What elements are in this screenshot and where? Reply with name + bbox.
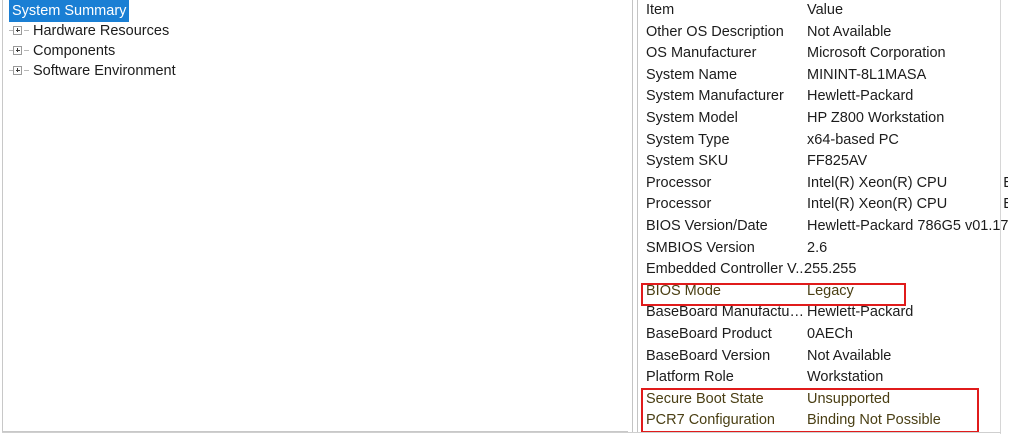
detail-row[interactable]: BaseBoard Version Not Available bbox=[640, 346, 1008, 368]
detail-item-label: BaseBoard Manufacturer bbox=[646, 304, 806, 321]
detail-item-value: Intel(R) Xeon(R) CPU E5506 bbox=[807, 173, 1008, 195]
tree-expand-plus-icon[interactable] bbox=[13, 65, 22, 75]
detail-row[interactable]: Embedded Controller V...255.255 bbox=[640, 259, 1008, 281]
detail-item-label: Secure Boot State bbox=[646, 390, 764, 407]
tree-connector-icon bbox=[24, 69, 29, 71]
tree-item-components[interactable]: Components bbox=[3, 40, 628, 60]
detail-value-primary: Intel(R) Xeon(R) CPU bbox=[807, 196, 948, 213]
detail-item-label: Embedded Controller V... bbox=[646, 261, 808, 278]
detail-row[interactable]: BaseBoard Product 0AECh bbox=[640, 324, 1008, 346]
tree-item-label: System Summary bbox=[9, 0, 130, 22]
tree-connector-icon bbox=[9, 49, 13, 51]
detail-item-value: Not Available bbox=[807, 347, 892, 364]
detail-value-secondary: E5506 bbox=[1003, 196, 1008, 212]
column-header-value: Value bbox=[807, 2, 844, 18]
detail-row[interactable]: Platform Role Workstation bbox=[640, 367, 1008, 389]
detail-row[interactable]: Secure Boot State Unsupported bbox=[640, 389, 1008, 411]
splitter-line-left bbox=[632, 0, 633, 432]
detail-item-label: BaseBoard Product bbox=[646, 325, 772, 342]
detail-item-value: Microsoft Corporation bbox=[807, 45, 946, 62]
detail-item-value: 0AECh bbox=[807, 325, 853, 342]
detail-row[interactable]: System Model HP Z800 Workstation bbox=[640, 108, 1008, 130]
detail-value-primary: Intel(R) Xeon(R) CPU bbox=[807, 174, 948, 191]
detail-item-label: PCR7 Configuration bbox=[646, 412, 775, 429]
detail-item-label: OS Manufacturer bbox=[646, 45, 757, 62]
detail-item-value: Hewlett-Packard 786G5 v01.17, 8/ bbox=[807, 217, 1008, 234]
detail-row[interactable]: BIOS Mode Legacy bbox=[640, 281, 1008, 303]
detail-item-label: System Type bbox=[646, 131, 730, 148]
detail-item-label: Processor bbox=[646, 174, 712, 191]
detail-item-value: FF825AV bbox=[807, 153, 868, 170]
detail-row[interactable]: OS Manufacturer Microsoft Corporation bbox=[640, 43, 1008, 65]
detail-item-value: Workstation bbox=[807, 369, 884, 386]
detail-item-value: Binding Not Possible bbox=[807, 412, 941, 429]
detail-item-label: Processor bbox=[646, 196, 712, 213]
tree-connector-icon bbox=[9, 29, 13, 31]
detail-item-value: 2.6 bbox=[807, 239, 828, 256]
detail-item-label: Platform Role bbox=[646, 369, 734, 386]
detail-row[interactable]: Processor Intel(R) Xeon(R) CPU E5506 bbox=[640, 173, 1008, 195]
tree-connector-icon bbox=[24, 29, 29, 31]
detail-item-value: Hewlett-Packard bbox=[807, 304, 914, 321]
column-header-item: Item bbox=[646, 2, 675, 18]
detail-item-label: System SKU bbox=[646, 153, 729, 170]
splitter-line-right bbox=[637, 0, 638, 432]
detail-item-label: System Model bbox=[646, 109, 738, 126]
detail-row[interactable]: PCR7 Configuration Binding Not Possible bbox=[640, 410, 1008, 432]
detail-item-label: BIOS Version/Date bbox=[646, 217, 768, 234]
tree-item-software-environment[interactable]: Software Environment bbox=[3, 60, 628, 80]
detail-row[interactable]: Processor Intel(R) Xeon(R) CPU E5506 bbox=[640, 194, 1008, 216]
tree-item-label: Software Environment bbox=[33, 63, 176, 79]
detail-item-value: Unsupported bbox=[807, 390, 891, 407]
detail-row[interactable]: BIOS Version/Date Hewlett-Packard 786G5 v… bbox=[640, 216, 1008, 238]
detail-row[interactable]: System Manufacturer Hewlett-Packard bbox=[640, 86, 1008, 108]
detail-item-value: Legacy bbox=[807, 282, 854, 299]
detail-item-value: Not Available bbox=[807, 23, 892, 40]
detail-row[interactable]: Other OS Description Not Available bbox=[640, 22, 1008, 44]
tree-expand-plus-icon[interactable] bbox=[13, 45, 22, 55]
detail-item-value: 255.255 bbox=[804, 261, 857, 278]
detail-item-label: BIOS Mode bbox=[646, 282, 721, 299]
pane-splitter[interactable] bbox=[630, 0, 640, 432]
detail-header-row[interactable]: Item Value bbox=[640, 0, 1008, 22]
detail-item-label: BaseBoard Version bbox=[646, 347, 771, 364]
detail-item-value: Hewlett-Packard bbox=[807, 88, 914, 105]
tree-expand-plus-icon[interactable] bbox=[13, 25, 22, 35]
detail-item-label: Other OS Description bbox=[646, 23, 784, 40]
detail-item-value: x64-based PC bbox=[807, 131, 899, 148]
detail-item-label: SMBIOS Version bbox=[646, 239, 755, 256]
detail-item-value: HP Z800 Workstation bbox=[807, 109, 945, 126]
detail-item-value: Intel(R) Xeon(R) CPU E5506 bbox=[807, 194, 1008, 216]
window-right-edge bbox=[1000, 0, 1001, 434]
tree-connector-icon bbox=[24, 49, 29, 51]
detail-value-secondary: E5506 bbox=[1003, 175, 1008, 191]
detail-row[interactable]: System Type x64-based PC bbox=[640, 130, 1008, 152]
detail-item-value: MININT-8L1MASA bbox=[807, 66, 927, 83]
window-bottom-edge bbox=[2, 432, 1001, 433]
tree-item-system-summary[interactable]: System Summary bbox=[3, 0, 628, 22]
tree-item-hardware-resources[interactable]: Hardware Resources bbox=[3, 20, 628, 40]
tree-item-label: Components bbox=[33, 43, 116, 59]
detail-row[interactable]: System Name MININT-8L1MASA bbox=[640, 65, 1008, 87]
detail-item-label: System Name bbox=[646, 66, 738, 83]
tree-item-label: Hardware Resources bbox=[33, 23, 170, 39]
detail-row[interactable]: SMBIOS Version 2.6 bbox=[640, 238, 1008, 260]
detail-item-label: System Manufacturer bbox=[646, 88, 784, 105]
tree-connector-icon bbox=[9, 69, 13, 71]
detail-row[interactable]: System SKU FF825AV bbox=[640, 151, 1008, 173]
